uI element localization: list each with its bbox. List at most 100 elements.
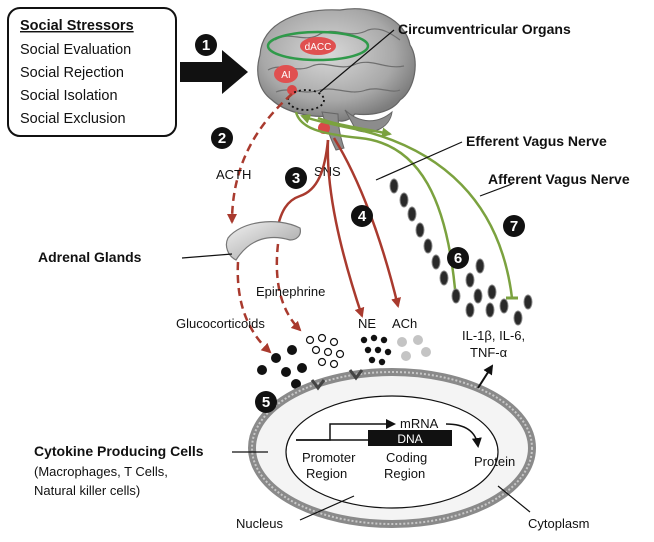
molecule-dot: [413, 335, 423, 345]
afferent-leader: [479, 183, 513, 197]
dna-label: DNA: [397, 432, 422, 446]
cytokine-particle: [407, 206, 417, 222]
molecule-dot: [291, 379, 301, 389]
molecule-dot: [360, 336, 368, 344]
stressor-to-brain-arrow: [180, 50, 248, 94]
cytokine-particle: [499, 298, 509, 314]
dacc-outline: [266, 30, 370, 62]
cytokine-particle: [523, 294, 533, 310]
nucleus-leader: [299, 495, 355, 521]
cytokines-label-line2: TNF-α: [470, 345, 508, 360]
stressor-item: Social Exclusion: [20, 111, 126, 127]
svg-text:7: 7: [510, 218, 518, 235]
brain-illustration: dACC AI: [257, 8, 416, 151]
cytokines-label-line1: IL-1β, IL-6,: [462, 328, 525, 343]
circumventricular-leader: [319, 29, 395, 93]
molecule-dot: [335, 349, 345, 359]
cytokine-particle: [513, 310, 523, 326]
molecule-dot: [271, 353, 281, 363]
protein-label: Protein: [474, 454, 515, 469]
molecule-dot: [368, 356, 376, 364]
svg-text:4: 4: [358, 208, 367, 225]
molecule-dot: [329, 337, 339, 347]
cytokine-particle: [485, 302, 495, 318]
glucocorticoid-pathway: [236, 261, 272, 354]
brain-spot: [287, 85, 297, 95]
svg-text:6: 6: [454, 250, 462, 267]
ai-label: AI: [281, 70, 290, 81]
step-5-badge: 5: [255, 391, 277, 413]
molecule-dot: [378, 358, 386, 366]
cytokine-particle: [465, 272, 475, 288]
cytokine-release-arrow: [477, 364, 494, 389]
promoter-label-line1: Promoter: [302, 450, 356, 465]
cytoplasm-label: Cytoplasm: [528, 516, 589, 531]
svg-text:5: 5: [262, 394, 270, 411]
cytokine-particle: [465, 302, 475, 318]
ach-label: ACh: [392, 316, 417, 331]
molecule-dot: [311, 345, 321, 355]
sns-to-ne-pathway: [326, 139, 365, 318]
stressors-border: [7, 7, 177, 137]
cytoplasm-leader: [497, 485, 531, 513]
nucleus-label: Nucleus: [236, 516, 283, 531]
cytokine-particle: [415, 222, 425, 238]
brain-gyrus: [275, 88, 401, 93]
ne-label: NE: [358, 316, 376, 331]
cytokine-particle: [423, 238, 433, 254]
molecule-dot: [323, 347, 333, 357]
step-4-badge: 4: [351, 205, 373, 227]
acth-label: ACTH: [216, 167, 251, 182]
dna-bar: [368, 430, 452, 446]
molecule-dot: [317, 333, 327, 343]
molecule-dot: [257, 365, 267, 375]
molecule-dot: [305, 335, 315, 345]
stressor-item: Social Rejection: [20, 65, 124, 81]
efferent-vagus-label: Efferent Vagus Nerve: [466, 133, 607, 149]
glucocorticoid-molecules: [257, 345, 307, 389]
stressors-title: Social Stressors: [20, 18, 134, 34]
glucocorticoids-label: Glucocorticoids: [176, 316, 265, 331]
svg-text:3: 3: [292, 170, 300, 187]
efferent-vagus-nerve: [294, 111, 458, 301]
cytokine-particle: [475, 258, 485, 274]
adrenal-leader: [181, 253, 233, 259]
cell-membrane-texture: [251, 371, 533, 525]
translation-arrow: [445, 423, 482, 448]
sns-to-adrenal-pathway: [272, 139, 330, 238]
svg-text:1: 1: [202, 37, 210, 54]
cytokine-particle: [487, 284, 497, 300]
molecule-dot: [329, 359, 339, 369]
molecule-dot: [370, 334, 378, 342]
molecule-dot: [281, 367, 291, 377]
epinephrine-label: Epinephrine: [256, 284, 325, 299]
cytokine-particle: [389, 178, 399, 194]
svg-text:2: 2: [218, 130, 226, 147]
cytokine-particle: [451, 288, 461, 304]
cytokine-producing-cell: [248, 368, 536, 528]
epinephrine-pathway: [275, 243, 302, 332]
ai-region: [274, 65, 298, 83]
molecule-dot: [421, 347, 431, 357]
molecule-dot: [364, 346, 372, 354]
molecule-dot: [317, 357, 327, 367]
molecule-dot: [374, 346, 382, 354]
cytokine-particle: [399, 192, 409, 208]
circumventricular-marker: [287, 89, 325, 111]
molecule-dot: [397, 337, 407, 347]
dacc-region: [300, 37, 336, 55]
molecule-dot: [384, 348, 392, 356]
afferent-vagus-label: Afferent Vagus Nerve: [488, 171, 630, 187]
cytokine-particle: [439, 270, 449, 286]
molecule-dot: [380, 336, 388, 344]
step-6-badge: 6: [447, 247, 469, 269]
coding-label-line1: Coding: [386, 450, 427, 465]
cytokine-particle: [431, 254, 441, 270]
step-3-badge: 3: [285, 167, 307, 189]
step-7-badge: 7: [503, 215, 525, 237]
cell-subtitle-line1: (Macrophages, T Cells,: [34, 464, 168, 479]
efferent-leader: [375, 141, 463, 181]
membrane-receptor: [310, 379, 326, 391]
